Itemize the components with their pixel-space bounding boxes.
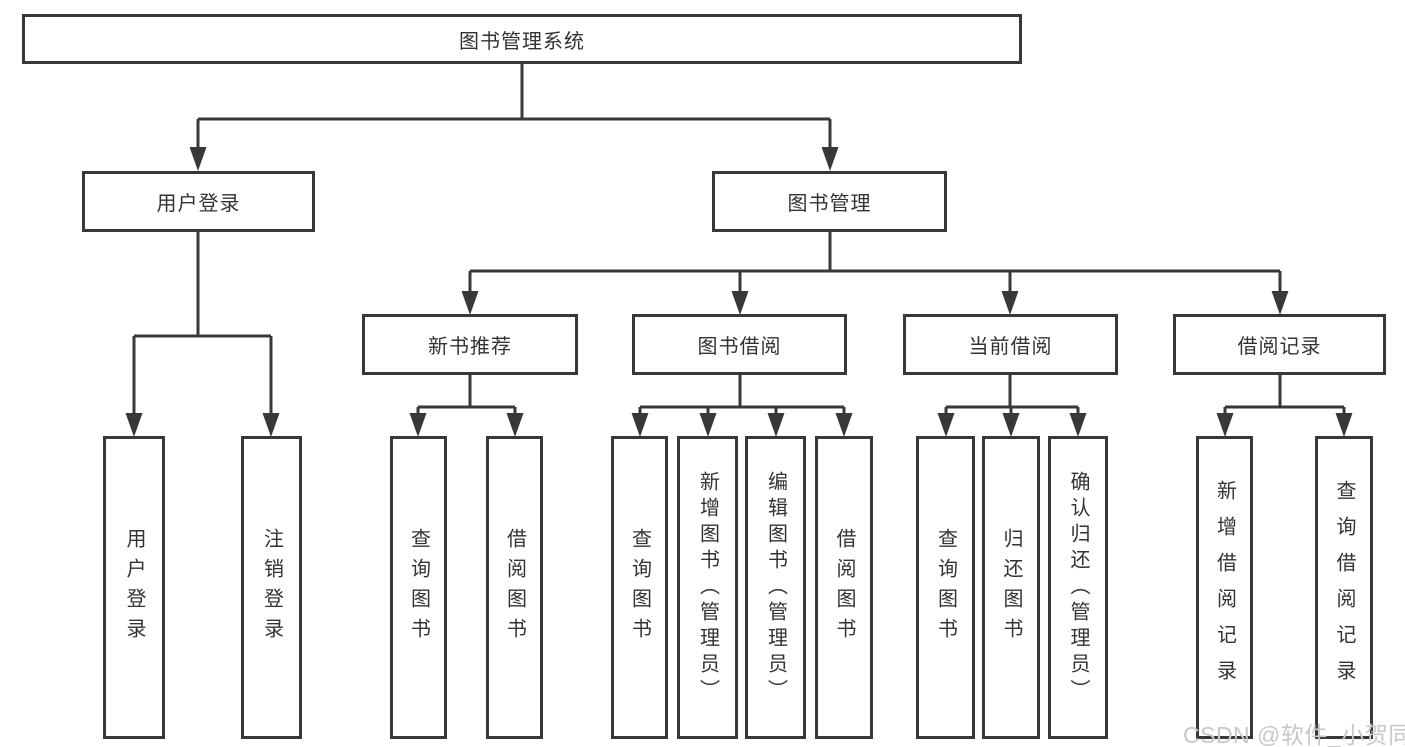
leaf-user-login: 用户登录 (103, 436, 165, 739)
leaf-edit-books-admin-label: 编辑图书（管理员） (764, 470, 787, 705)
node-new-book-recommend: 新书推荐 (362, 314, 578, 375)
node-book-management-label: 图书管理 (787, 193, 872, 215)
edge-book-borrow-subtree (638, 375, 846, 415)
leaf-query-borrow-record: 查询借阅记录 (1315, 436, 1373, 739)
leaf-borrow-books-1: 借阅图书 (486, 436, 543, 739)
arrowheads (125, 147, 1353, 437)
leaf-query-borrow-record-label: 查询借阅记录 (1333, 479, 1355, 696)
edge-current-borrow-subtree (944, 375, 1080, 415)
leaf-return-books: 归还图书 (982, 436, 1040, 739)
leaf-add-books-admin-label: 新增图书（管理员） (696, 470, 719, 705)
leaf-query-books-1-label: 查询图书 (407, 527, 430, 648)
csdn-watermark: CSDN @软件_小贺同学 (1183, 722, 1405, 747)
edge-book-mgmt-bus (468, 232, 1282, 293)
edge-root-to-level1 (196, 64, 832, 149)
node-current-borrow-label: 当前借阅 (968, 336, 1053, 358)
edge-borrow-record-subtree (1223, 375, 1346, 415)
node-current-borrow: 当前借阅 (903, 314, 1118, 375)
leaf-add-borrow-record: 新增借阅记录 (1196, 436, 1253, 739)
node-borrow-record-label: 借阅记录 (1237, 336, 1322, 358)
node-new-book-recommend-label: 新书推荐 (428, 336, 512, 358)
leaf-add-books-admin: 新增图书（管理员） (677, 436, 738, 739)
leaf-borrow-books-2-label: 借阅图书 (833, 527, 855, 648)
node-book-borrow: 图书借阅 (632, 314, 847, 375)
edge-user-login-subtree (132, 232, 273, 414)
leaf-query-books-2: 查询图书 (611, 436, 668, 739)
leaf-borrow-books-1-label: 借阅图书 (503, 527, 526, 648)
leaf-user-login-label: 用户登录 (123, 527, 145, 648)
leaf-edit-books-admin: 编辑图书（管理员） (745, 436, 806, 739)
leaf-logout: 注销登录 (241, 436, 302, 739)
node-book-borrow-label: 图书借阅 (697, 336, 782, 358)
leaf-query-books-2-label: 查询图书 (628, 527, 651, 648)
node-book-management: 图书管理 (712, 171, 947, 232)
node-root-label: 图书管理系统 (459, 30, 585, 53)
node-user-login-label: 用户登录 (156, 193, 241, 215)
leaf-query-books-3: 查询图书 (916, 436, 975, 739)
leaf-query-books-3-label: 查询图书 (934, 527, 957, 648)
leaf-return-books-label: 归还图书 (1000, 527, 1022, 648)
leaf-query-books-1: 查询图书 (390, 436, 447, 739)
node-root-system: 图书管理系统 (22, 14, 1022, 64)
edge-new-book-subtree (416, 375, 517, 415)
node-user-login: 用户登录 (82, 171, 315, 232)
leaf-borrow-books-2: 借阅图书 (815, 436, 873, 739)
leaf-confirm-return-admin-label: 确认归还（管理员） (1067, 470, 1089, 705)
leaf-logout-label: 注销登录 (260, 527, 283, 648)
node-borrow-record: 借阅记录 (1173, 314, 1386, 375)
leaf-add-borrow-record-label: 新增借阅记录 (1213, 479, 1236, 696)
leaf-confirm-return-admin: 确认归还（管理员） (1048, 436, 1108, 739)
